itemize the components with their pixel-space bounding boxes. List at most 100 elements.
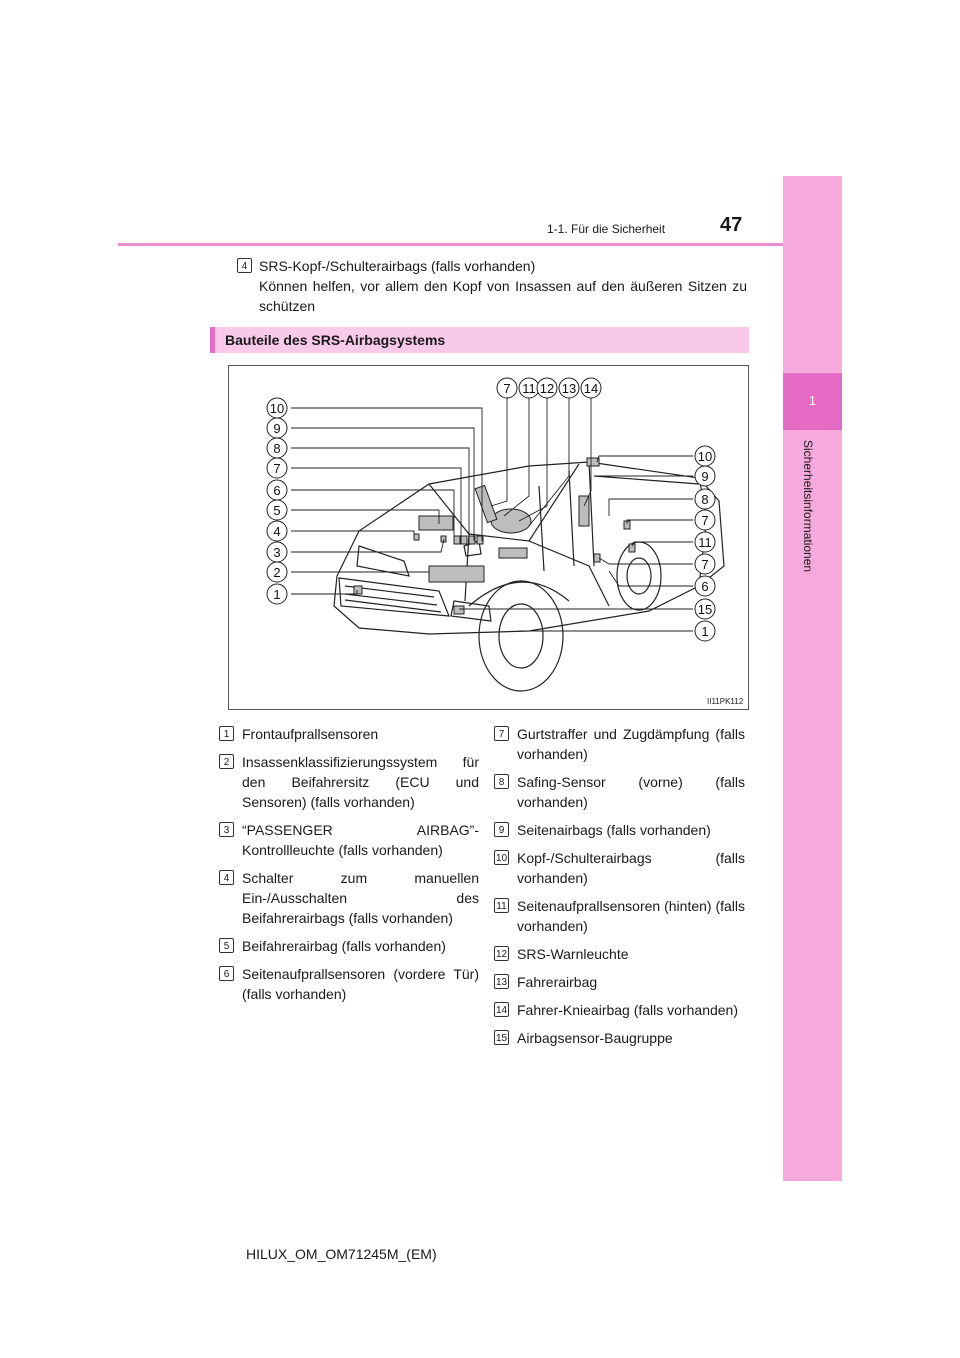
chapter-number: 1 <box>783 393 842 408</box>
item-marker: 13 <box>494 974 509 989</box>
item-marker: 11 <box>494 898 509 913</box>
callout-12-top: 12 <box>537 378 557 398</box>
svg-text:8: 8 <box>701 492 708 507</box>
legend-item-3: 3 “PASSENGER AIRBAG”-Kontrollleuchte (fa… <box>242 820 479 860</box>
chapter-title: Sicherheitsinformationen <box>801 440 815 572</box>
callout-10-right: 10 <box>695 446 715 466</box>
item-marker: 3 <box>219 822 234 837</box>
svg-text:14: 14 <box>584 381 598 396</box>
item-marker: 8 <box>494 774 509 789</box>
callout-6-left: 6 <box>267 480 287 500</box>
callout-1-right: 1 <box>695 621 715 641</box>
svg-text:7: 7 <box>701 513 708 528</box>
svg-text:3: 3 <box>273 545 280 560</box>
legend-text: Gurtstraffer und Zugdämpfung (falls vorh… <box>517 724 745 764</box>
item-marker: 10 <box>494 850 509 865</box>
item-marker: 6 <box>219 966 234 981</box>
legend-item-9: 9 Seitenairbags (falls vorhanden) <box>517 820 745 840</box>
legend-text: SRS-Warnleuchte <box>517 944 745 964</box>
svg-text:5: 5 <box>273 503 280 518</box>
svg-text:13: 13 <box>562 381 576 396</box>
intro-description: Können helfen, vor allem den Kopf von In… <box>259 276 747 316</box>
legend-text: Fahrer-Knieairbag (falls vorhanden) <box>517 1000 745 1020</box>
legend-item-15: 15 Airbagsensor-Baugruppe <box>517 1028 745 1048</box>
callout-7-right: 7 <box>695 510 715 530</box>
page-number: 47 <box>720 214 742 237</box>
legend-item-5: 5 Beifahrerairbag (falls vorhanden) <box>242 936 479 956</box>
airbag-components-figure: 10 9 8 7 6 5 4 3 2 1 7 11 12 13 14 10 9 … <box>228 365 749 710</box>
svg-text:15: 15 <box>698 602 712 617</box>
item-marker: 7 <box>494 726 509 741</box>
svg-text:6: 6 <box>701 579 708 594</box>
legend-text: Safing-Sensor (vorne) (falls vorhanden) <box>517 772 745 812</box>
svg-text:9: 9 <box>273 421 280 436</box>
item-marker: 2 <box>219 754 234 769</box>
callout-3-left: 3 <box>267 542 287 562</box>
legend-text: Seitenaufprallsensoren (vordere Tür) (fa… <box>242 964 479 1004</box>
svg-text:4: 4 <box>273 524 280 539</box>
intro-heading: SRS-Kopf-/Schulterairbags (falls vorhand… <box>259 256 747 276</box>
item-marker: 14 <box>494 1002 509 1017</box>
callout-8-right: 8 <box>695 489 715 509</box>
svg-text:11: 11 <box>522 381 536 396</box>
callout-7-left: 7 <box>267 458 287 478</box>
svg-text:12: 12 <box>540 381 554 396</box>
document-id: HILUX_OM_OM71245M_(EM) <box>246 1246 437 1262</box>
svg-text:11: 11 <box>698 535 712 550</box>
legend-text: Insassenklassifizierungssystem für den B… <box>242 752 479 812</box>
svg-text:1: 1 <box>273 587 280 602</box>
legend-item-14: 14 Fahrer-Knieairbag (falls vorhanden) <box>517 1000 745 1020</box>
item-marker: 4 <box>237 258 252 273</box>
subheader-title: Bauteile des SRS-Airbagsystems <box>225 332 445 348</box>
legend-item-11: 11 Seitenaufprallsensoren (hinten) (fall… <box>517 896 745 936</box>
callout-9-right: 9 <box>695 466 715 486</box>
intro-item: 4 SRS-Kopf-/Schulterairbags (falls vorha… <box>237 256 747 316</box>
legend-item-12: 12 SRS-Warnleuchte <box>517 944 745 964</box>
callout-7-top: 7 <box>497 378 517 398</box>
legend-text: Fahrerairbag <box>517 972 745 992</box>
figure-code: II11PK112 <box>707 697 744 706</box>
legend-text: “PASSENGER AIRBAG”-Kontrollleuchte (fall… <box>242 820 479 860</box>
header-rule <box>118 243 783 246</box>
svg-text:9: 9 <box>701 469 708 484</box>
callout-11-right: 11 <box>695 532 715 552</box>
legend-item-6: 6 Seitenaufprallsensoren (vordere Tür) (… <box>242 964 479 1004</box>
legend-left: 1 Frontaufprallsensoren 2 Insassenklassi… <box>242 724 479 1012</box>
callout-4-left: 4 <box>267 521 287 541</box>
legend-item-10: 10 Kopf-/Schulterairbags (falls vorhande… <box>517 848 745 888</box>
legend-text: Frontaufprallsensoren <box>242 724 479 744</box>
section-subheader: Bauteile des SRS-Airbagsystems <box>210 327 749 353</box>
item-marker: 12 <box>494 946 509 961</box>
legend-right: 7 Gurtstraffer und Zugdämpfung (falls vo… <box>517 724 745 1056</box>
svg-text:10: 10 <box>698 449 712 464</box>
section-title: 1-1. Für die Sicherheit <box>547 222 665 236</box>
callout-15-right: 15 <box>695 599 715 619</box>
legend-item-13: 13 Fahrerairbag <box>517 972 745 992</box>
svg-text:1: 1 <box>701 624 708 639</box>
svg-text:8: 8 <box>273 441 280 456</box>
item-marker: 15 <box>494 1030 509 1045</box>
legend-text: Kopf-/Schulterairbags (falls vorhanden) <box>517 848 745 888</box>
legend-item-8: 8 Safing-Sensor (vorne) (falls vorhanden… <box>517 772 745 812</box>
legend-item-2: 2 Insassenklassifizierungssystem für den… <box>242 752 479 812</box>
legend-text: Airbagsensor-Baugruppe <box>517 1028 745 1048</box>
legend-text: Schalter zum manuellen Ein-/Ausschalten … <box>242 868 479 928</box>
svg-text:7: 7 <box>701 557 708 572</box>
legend-text: Seitenaufprallsensoren (hinten) (falls v… <box>517 896 745 936</box>
item-marker: 4 <box>219 870 234 885</box>
callout-14-top: 14 <box>581 378 601 398</box>
legend-item-4: 4 Schalter zum manuellen Ein-/Ausschalte… <box>242 868 479 928</box>
chapter-sidebar <box>783 176 842 1181</box>
svg-text:2: 2 <box>273 565 280 580</box>
item-marker: 1 <box>219 726 234 741</box>
callout-2-left: 2 <box>267 562 287 582</box>
vehicle-illustration: 10 9 8 7 6 5 4 3 2 1 7 11 12 13 14 10 9 … <box>229 366 748 709</box>
callout-10-left: 10 <box>267 398 287 418</box>
legend-text: Seitenairbags (falls vorhanden) <box>517 820 745 840</box>
svg-text:6: 6 <box>273 483 280 498</box>
legend-text: Beifahrerairbag (falls vorhanden) <box>242 936 479 956</box>
callout-7b-right: 7 <box>695 554 715 574</box>
svg-text:7: 7 <box>273 461 280 476</box>
svg-text:10: 10 <box>270 401 284 416</box>
item-marker: 9 <box>494 822 509 837</box>
